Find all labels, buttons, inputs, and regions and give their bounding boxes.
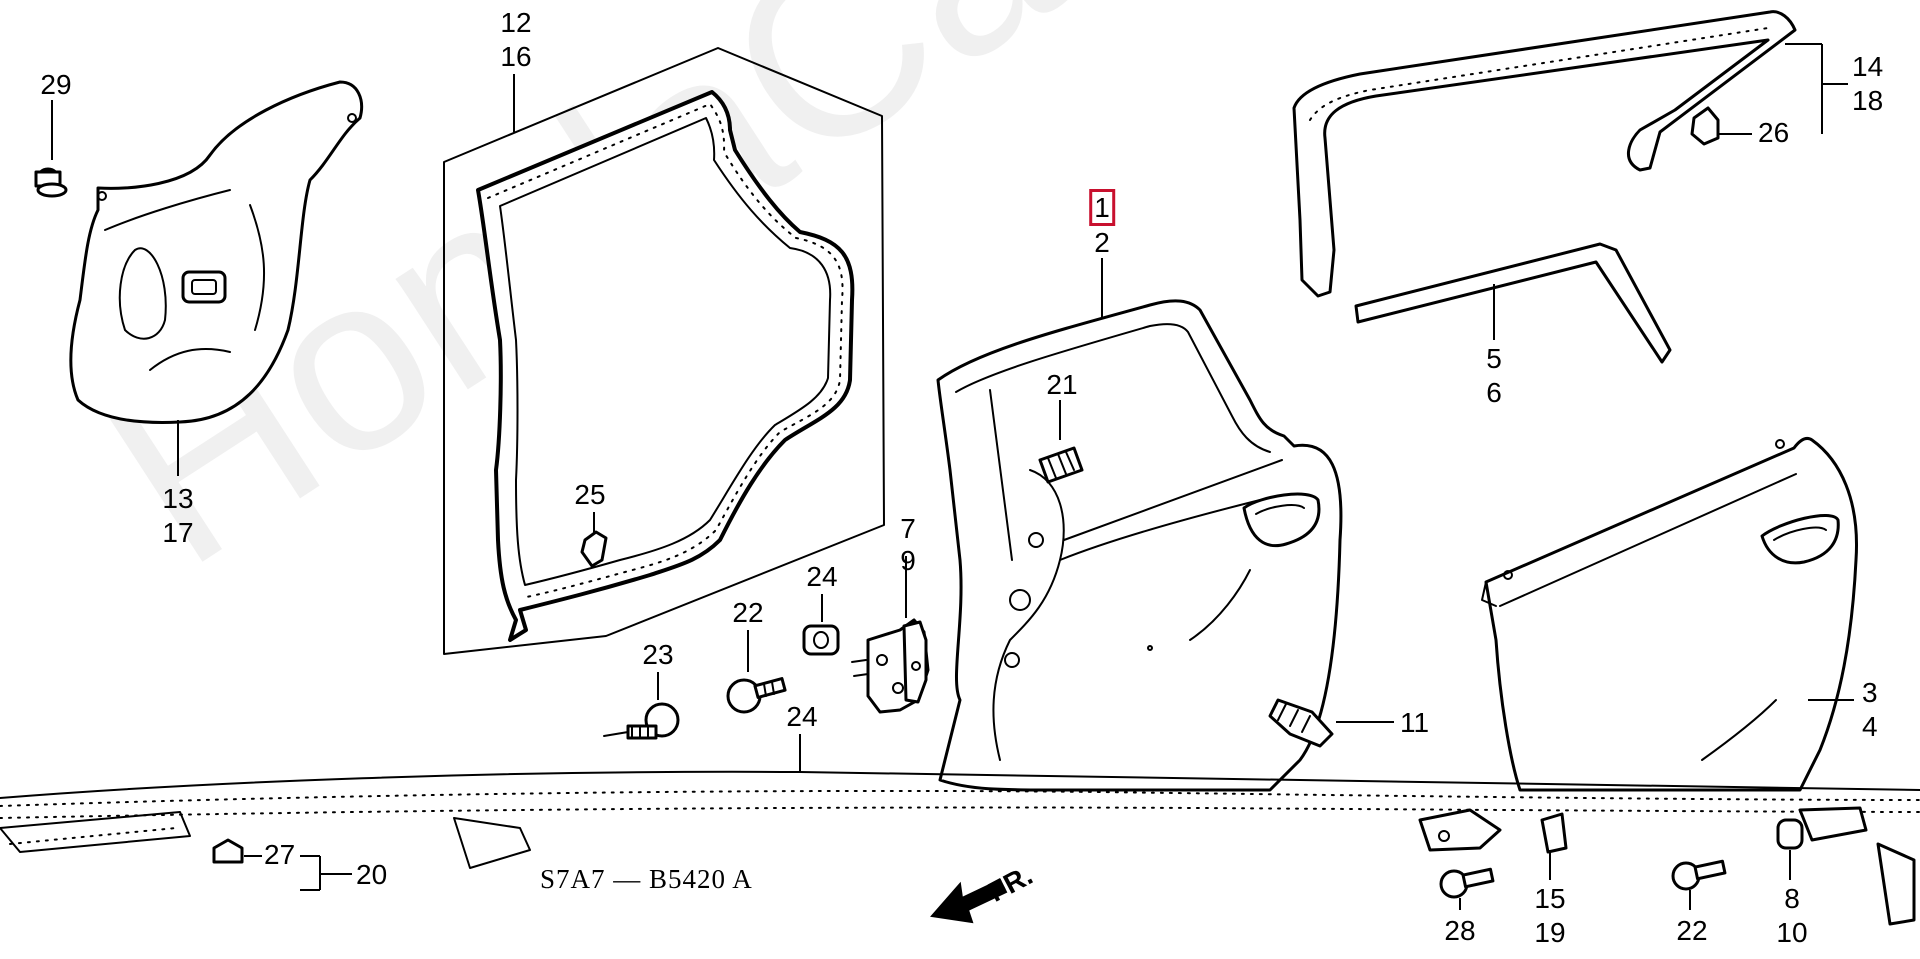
bolt-part-22-right <box>1671 859 1727 910</box>
hinge-part-7-9 <box>851 556 930 714</box>
bolt-part-28 <box>1439 867 1495 910</box>
lower-hinge-components <box>1418 806 1916 926</box>
label-part-22-right: 22 <box>1676 915 1708 946</box>
label-part-8: 8 <box>1784 883 1800 914</box>
label-part-16: 16 <box>500 41 532 72</box>
label-part-14: 14 <box>1852 51 1884 82</box>
weatherstrip-part-12-16 <box>443 47 885 655</box>
label-part-6: 6 <box>1486 377 1502 408</box>
label-part-10: 10 <box>1776 917 1808 948</box>
label-part-12: 12 <box>500 7 532 38</box>
molding-part-5-6 <box>1354 242 1672 364</box>
highlighted-part-1: 1 <box>1089 189 1115 226</box>
label-part-20: 20 <box>356 859 388 890</box>
label-part-15: 15 <box>1534 883 1566 914</box>
nut-part-8-10 <box>1776 818 1804 880</box>
label-part-11: 11 <box>1400 707 1430 738</box>
label-part-24-upper: 24 <box>806 561 838 592</box>
label-part-13: 13 <box>162 483 194 514</box>
label-part-22-left: 22 <box>732 597 764 628</box>
sash-part-14-18 <box>1292 10 1848 298</box>
diagram-code: S7A7 — B5420 A <box>540 864 753 894</box>
label-part-25: 25 <box>574 479 606 510</box>
front-arrow-icon <box>930 878 1008 924</box>
label-part-29: 29 <box>40 69 72 100</box>
grommet-part-11 <box>1268 698 1394 748</box>
bolt-part-22-left <box>726 630 787 714</box>
label-part-5: 5 <box>1486 343 1502 374</box>
lower-strip-artifact <box>0 770 1920 869</box>
label-part-2: 2 <box>1094 227 1110 258</box>
grommet-part-21 <box>1038 400 1084 484</box>
door-skin-part-3-4 <box>1481 436 1859 792</box>
label-part-23: 23 <box>642 639 674 670</box>
bolt-part-23 <box>603 672 680 740</box>
label-part-4: 4 <box>1862 711 1878 742</box>
sill-part-27-20 <box>212 838 352 891</box>
label-part-7: 7 <box>900 513 916 544</box>
label-part-17: 17 <box>162 517 194 548</box>
label-part-19: 19 <box>1534 917 1566 948</box>
label-part-1: 1 <box>1089 189 1115 226</box>
label-part-3: 3 <box>1862 677 1878 708</box>
label-part-26: 26 <box>1758 117 1790 148</box>
clip-part-29 <box>34 100 68 198</box>
nut-part-24-upper <box>802 594 840 656</box>
label-part-21: 21 <box>1046 369 1078 400</box>
label-part-24-lower: 24 <box>786 701 818 732</box>
label-part-18: 18 <box>1852 85 1884 116</box>
door-panel-part-1-2 <box>936 258 1343 792</box>
hole-seal-part-13-17 <box>69 80 364 476</box>
label-part-28: 28 <box>1444 915 1476 946</box>
label-part-27: 27 <box>264 839 296 870</box>
label-part-9: 9 <box>900 545 916 576</box>
